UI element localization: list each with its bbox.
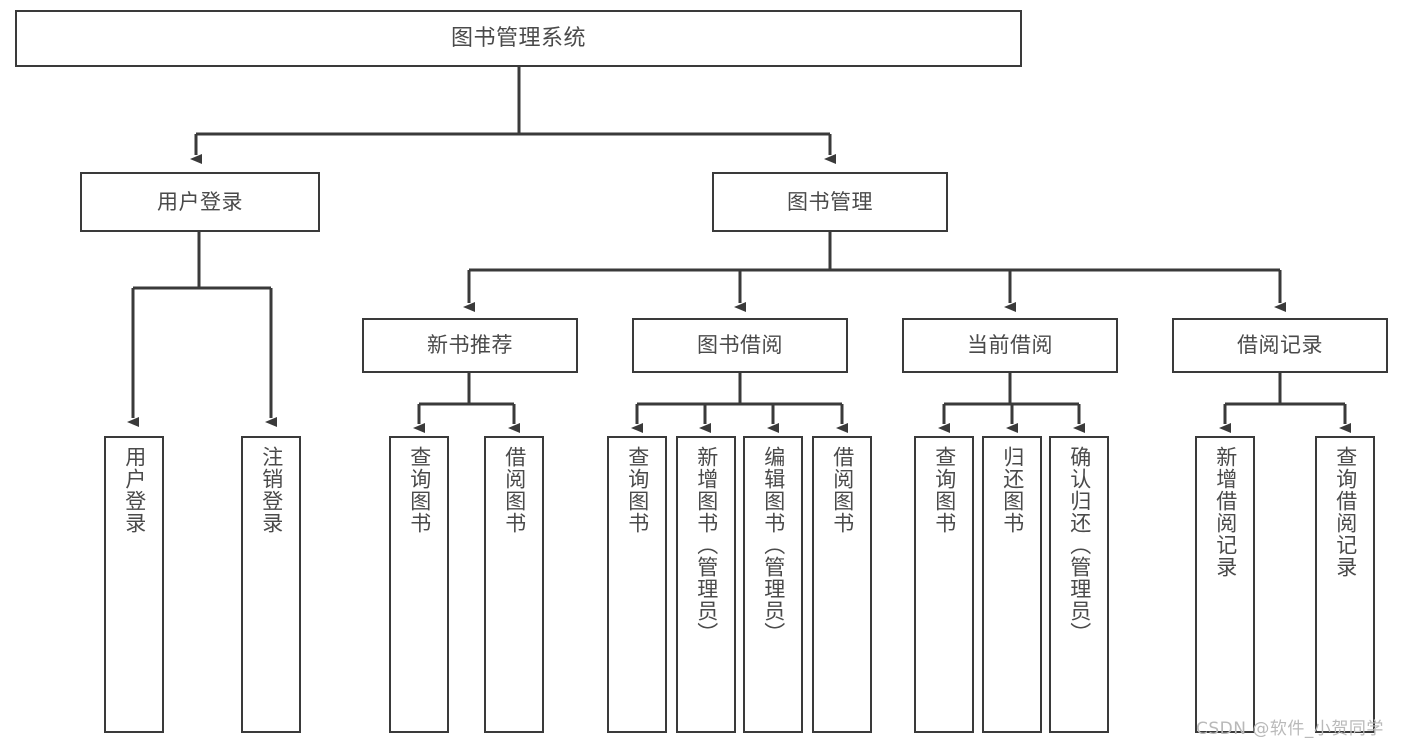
node-current-borrow[interactable]: 当前借阅 (902, 318, 1118, 373)
node-leaf-add-record-label: 新增借阅记录 (1213, 446, 1238, 578)
node-root-label: 图书管理系统 (450, 25, 586, 51)
node-leaf-add-book[interactable]: 新增图书（管理员） (676, 436, 736, 733)
node-leaf-borrow-book-2[interactable]: 借阅图书 (812, 436, 872, 733)
node-user-login-label: 用户登录 (157, 189, 243, 214)
node-leaf-query-book-1-label: 查询图书 (407, 446, 432, 534)
node-leaf-add-book-label: 新增图书（管理员） (694, 446, 719, 644)
node-leaf-borrow-book-1-label: 借阅图书 (502, 446, 527, 534)
node-book-management[interactable]: 图书管理 (712, 172, 948, 232)
node-leaf-edit-book[interactable]: 编辑图书（管理员） (743, 436, 803, 733)
node-leaf-query-record[interactable]: 查询借阅记录 (1315, 436, 1375, 733)
csdn-watermark: CSDN @软件_小贺同学 (1196, 719, 1384, 739)
node-leaf-borrow-book-2-label: 借阅图书 (830, 446, 855, 534)
node-leaf-logout-login-label: 注销登录 (259, 446, 284, 534)
node-book-borrow[interactable]: 图书借阅 (632, 318, 848, 373)
node-leaf-user-login[interactable]: 用户登录 (104, 436, 164, 733)
node-user-login[interactable]: 用户登录 (80, 172, 320, 232)
node-leaf-query-book-2[interactable]: 查询图书 (607, 436, 667, 733)
node-borrow-record[interactable]: 借阅记录 (1172, 318, 1388, 373)
node-leaf-query-book-3[interactable]: 查询图书 (914, 436, 974, 733)
node-leaf-borrow-book-1[interactable]: 借阅图书 (484, 436, 544, 733)
node-leaf-return-book[interactable]: 归还图书 (982, 436, 1042, 733)
node-root-system[interactable]: 图书管理系统 (15, 10, 1022, 67)
node-leaf-return-book-label: 归还图书 (1000, 446, 1025, 534)
node-new-book-recommend-label: 新书推荐 (427, 333, 513, 358)
node-leaf-query-record-label: 查询借阅记录 (1333, 446, 1358, 578)
node-leaf-add-record[interactable]: 新增借阅记录 (1195, 436, 1255, 733)
node-leaf-edit-book-label: 编辑图书（管理员） (761, 446, 786, 644)
node-leaf-query-book-3-label: 查询图书 (932, 446, 957, 534)
node-current-borrow-label: 当前借阅 (967, 333, 1053, 358)
node-leaf-logout-login[interactable]: 注销登录 (241, 436, 301, 733)
node-book-borrow-label: 图书借阅 (697, 333, 783, 358)
node-borrow-record-label: 借阅记录 (1237, 333, 1323, 358)
node-leaf-confirm-return-label: 确认归还（管理员） (1067, 446, 1092, 644)
node-new-book-recommend[interactable]: 新书推荐 (362, 318, 578, 373)
node-leaf-confirm-return[interactable]: 确认归还（管理员） (1049, 436, 1109, 733)
node-leaf-query-book-1[interactable]: 查询图书 (389, 436, 449, 733)
node-leaf-query-book-2-label: 查询图书 (625, 446, 650, 534)
node-book-management-label: 图书管理 (787, 189, 873, 214)
node-leaf-user-login-label: 用户登录 (122, 446, 147, 534)
